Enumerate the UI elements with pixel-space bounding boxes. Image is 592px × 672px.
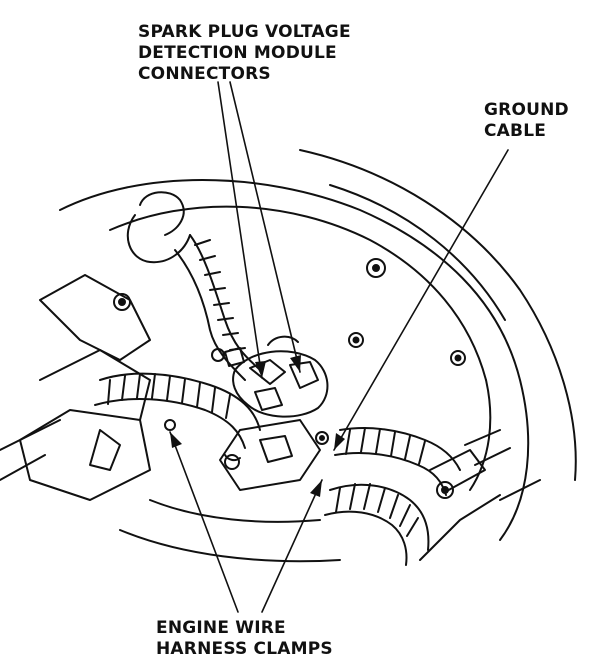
- spark-plug-label-line-3: CONNECTORS: [138, 64, 271, 84]
- harness-clamps-label: ENGINE WIRE HARNESS CLAMPS: [156, 618, 333, 660]
- spark-plug-connectors-label: SPARK PLUG VOLTAGE DETECTION MODULE CONN…: [138, 22, 351, 85]
- fender-outline: [59, 149, 577, 541]
- spark-plug-label-line-2: DETECTION MODULE: [138, 43, 337, 63]
- lower-body: [119, 479, 541, 563]
- spark-plug-label-line-1: SPARK PLUG VOLTAGE: [138, 22, 351, 42]
- ground-cable-label-line-2: CABLE: [484, 121, 547, 141]
- harness-clamps-label-line-2: HARNESS CLAMPS: [156, 639, 333, 659]
- leader-lines: [169, 81, 509, 613]
- ground-cable-label-line-1: GROUND: [484, 100, 569, 120]
- leader-arrowheads: [170, 355, 345, 497]
- right-harness: [324, 427, 511, 566]
- harness-clamps-label-line-1: ENGINE WIRE: [156, 618, 286, 638]
- left-bracket: [0, 274, 151, 501]
- connector-assembly: [211, 335, 329, 491]
- ground-cable-label: GROUND CABLE: [484, 100, 569, 142]
